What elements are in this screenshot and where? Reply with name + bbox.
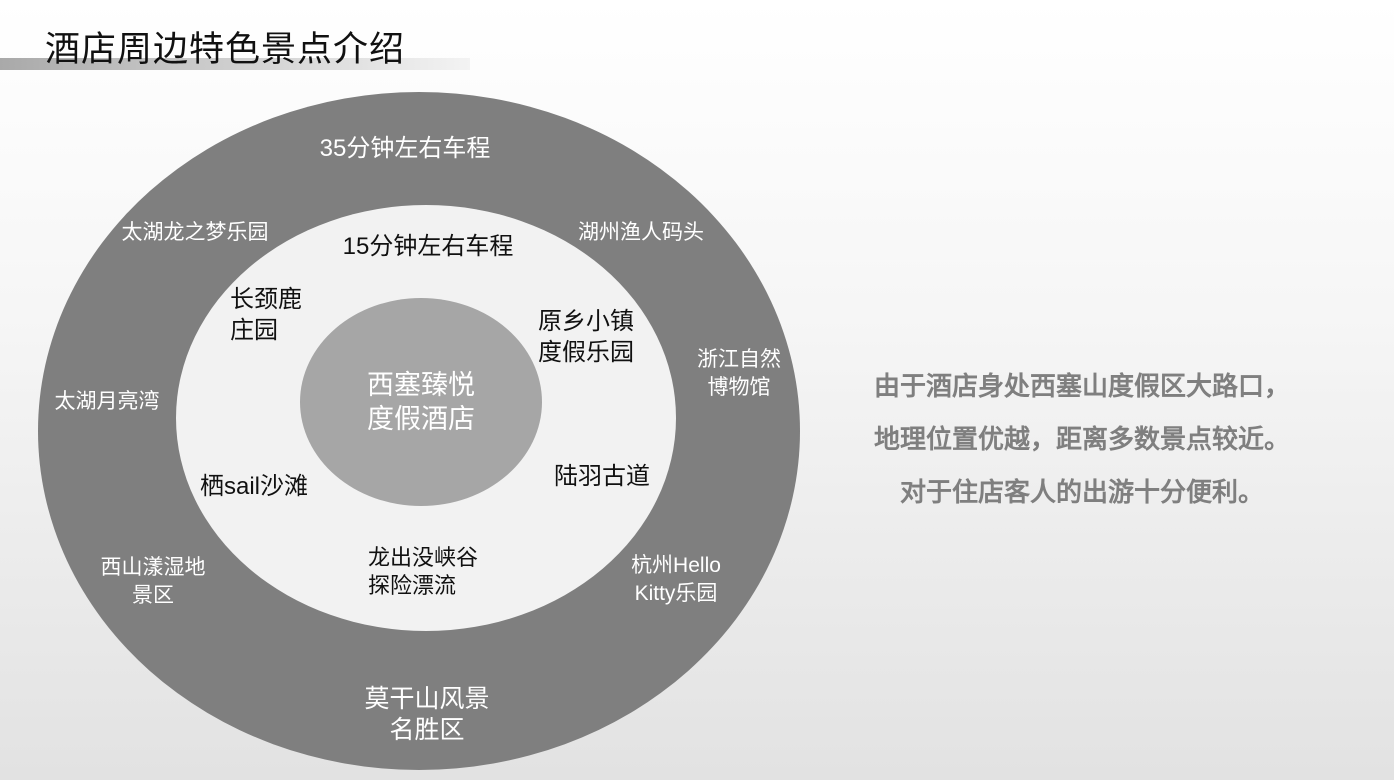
outer-place-label: 浙江自然 bbox=[697, 348, 781, 371]
center-circle bbox=[300, 298, 542, 506]
page-title: 酒店周边特色景点介绍 bbox=[45, 30, 406, 70]
description-line: 对于住店客人的出游十分便利。 bbox=[899, 477, 1264, 507]
title-underline-bar bbox=[0, 58, 470, 70]
inner-place-label: 栖sail沙滩 bbox=[200, 473, 308, 500]
outer-place-label: 莫干山风景 bbox=[364, 685, 489, 713]
outer-place-label: 博物馆 bbox=[708, 376, 771, 399]
outer-place-label: 名胜区 bbox=[389, 716, 464, 744]
outer-place-label: Kitty乐园 bbox=[635, 582, 718, 605]
inner-place-label: 探险漂流 bbox=[368, 573, 456, 598]
description-text: 由于酒店身处西塞山度假区大路口， 地理位置优越，距离多数景点较近。 对于住店客人… bbox=[822, 360, 1342, 519]
inner-place-label: 度假乐园 bbox=[538, 339, 634, 366]
inner-place-label: 庄园 bbox=[230, 317, 278, 344]
inner-place-label: 龙出没峡谷 bbox=[368, 545, 478, 570]
outer-ring-label: 35分钟左右车程 bbox=[320, 135, 491, 162]
outer-place-label: 太湖月亮湾 bbox=[55, 390, 160, 413]
hotel-name-label: 西塞臻悦 bbox=[367, 370, 475, 400]
inner-ring-label: 15分钟左右车程 bbox=[343, 233, 514, 260]
inner-place-label: 长颈鹿 bbox=[230, 286, 302, 313]
hotel-name-label: 度假酒店 bbox=[367, 404, 475, 434]
outer-place-label: 太湖龙之梦乐园 bbox=[122, 221, 269, 244]
outer-place-label: 杭州Hello bbox=[631, 554, 721, 577]
description-line: 由于酒店身处西塞山度假区大路口， bbox=[873, 371, 1290, 401]
inner-place-label: 陆羽古道 bbox=[554, 463, 650, 490]
inner-place-label: 原乡小镇 bbox=[538, 308, 634, 335]
description-line: 地理位置优越，距离多数景点较近。 bbox=[873, 424, 1290, 454]
outer-place-label: 湖州渔人码头 bbox=[578, 221, 704, 244]
outer-place-label: 景区 bbox=[132, 584, 174, 607]
outer-place-label: 西山漾湿地 bbox=[101, 556, 206, 579]
